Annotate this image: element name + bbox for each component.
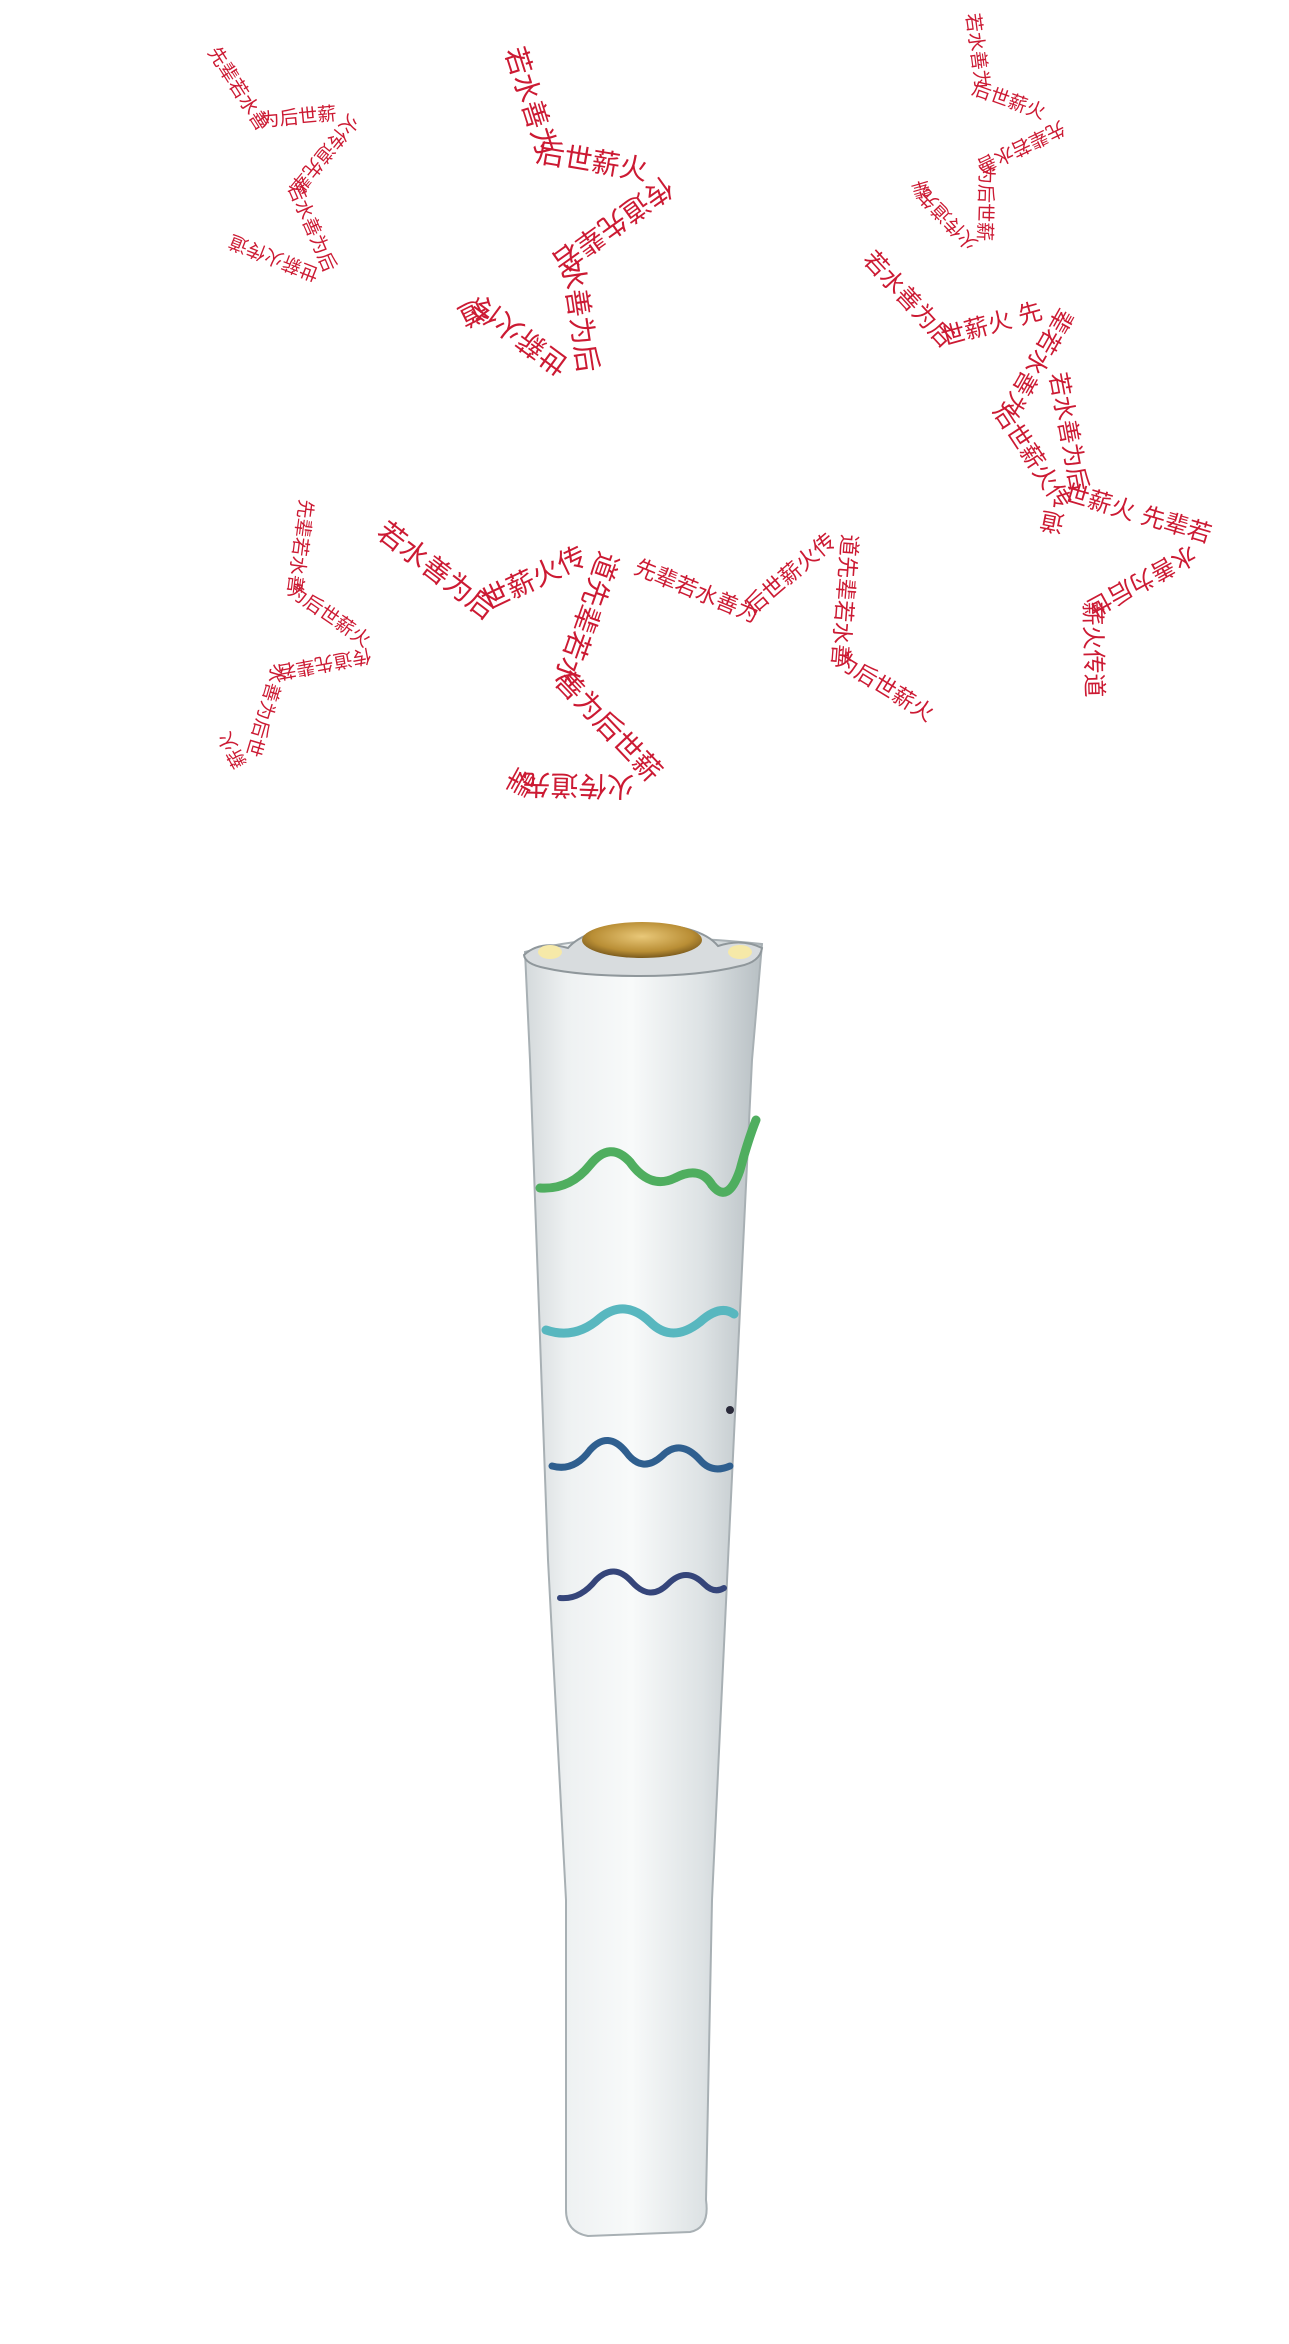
star-text-path: 若水善为后世薪火 先辈若水善为后世薪火传道 — [857, 245, 1078, 537]
star-text-7: 若水善为后世薪火 先辈若水善为后世薪火传道 — [1044, 370, 1215, 698]
star-text-3: 若水善为后世薪火传道先辈若水善为后世薪火传道 — [453, 43, 679, 382]
star-text-path: 先辈若水善为后世薪火传道先辈若水善为后世薪火 — [630, 529, 937, 727]
torch-cap-highlight — [728, 945, 752, 959]
star-text-4: 若水善为后世薪火 先辈若水善为后世薪火传道 — [857, 245, 1078, 537]
olympic-torch — [522, 922, 764, 2238]
torch-stripe-teal — [541, 1304, 739, 1338]
star-text-path: 先辈若水善为后世薪火传道先辈若水善为后世薪火传道 — [203, 43, 363, 285]
star-text-6: 若水善为后世薪火传道先辈若水善为后世薪火传道先辈 — [371, 515, 669, 803]
torch-stripe-navy — [557, 1568, 727, 1602]
star-text-path: 若水善为后世薪火传道先辈若水善为后世薪火传道 — [453, 43, 679, 382]
star-outline-path — [102, 499, 367, 759]
star-text-path: 若水善为后世薪火传道先辈若水善为后世薪火传道先辈 — [371, 515, 669, 803]
star-text-2: 若水善为后世薪火 先辈若水善为后世薪火传道先辈 — [909, 12, 1069, 255]
star-text-8: 先辈若水善为后世薪火传道先辈若水善为后世薪火 — [630, 529, 937, 727]
star-text-path: 若水善为后世薪火 先辈若水善为后世薪火传道先辈 — [909, 12, 1069, 255]
torch-stripe-green — [535, 1115, 761, 1197]
star-text-path: 先辈若水善为后世薪火传道先辈若水善为后世薪火 — [214, 498, 374, 772]
torch-cap — [582, 922, 702, 958]
star-text-1: 先辈若水善为后世薪火传道先辈若水善为后世薪火传道 — [203, 43, 363, 285]
torch-cap-highlight — [538, 945, 562, 959]
star-text-path: 若水善为后世薪火 先辈若水善为后世薪火传道 — [1044, 370, 1215, 698]
torch-stripe-blue — [548, 1437, 734, 1473]
star-text-5: 先辈若水善为后世薪火传道先辈若水善为后世薪火 — [214, 498, 374, 772]
torch-dot — [726, 1406, 734, 1414]
